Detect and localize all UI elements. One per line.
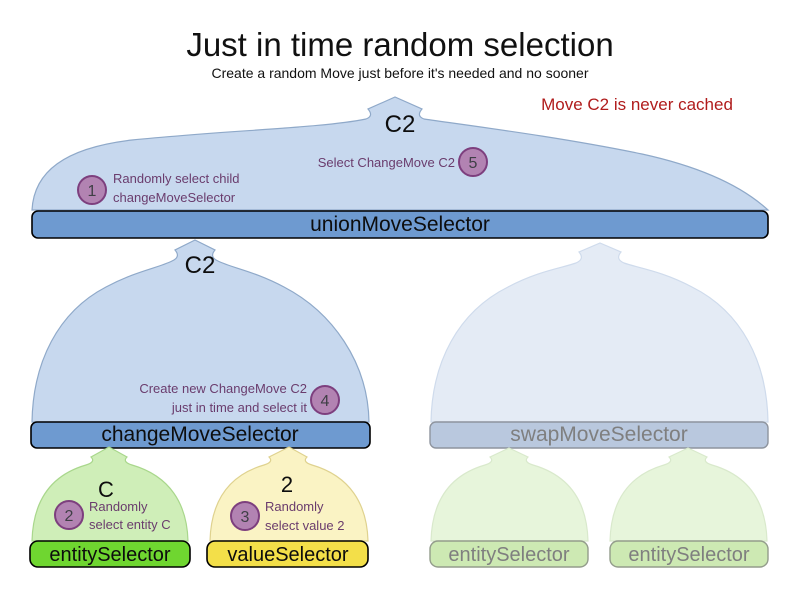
change-output-label: C2 <box>185 252 216 279</box>
step-3-circle <box>230 501 260 531</box>
step-5-badge: 5 <box>458 147 488 177</box>
value-bar <box>206 540 369 568</box>
faded-entity-arch-2 <box>609 447 768 542</box>
step-1-number: 1 <box>88 183 97 200</box>
step-2-caption-line2: select entity C <box>89 517 171 532</box>
entity-output-label: C <box>98 477 114 502</box>
step-1-caption-line1: Randomly select child <box>113 171 239 186</box>
change-bar <box>30 421 371 449</box>
faded-entity-arch-1 <box>430 447 589 542</box>
step-4-circle <box>310 385 340 415</box>
step-3-caption-line2: select value 2 <box>265 518 345 533</box>
value-bar-label: valueSelector <box>227 544 349 566</box>
step-4-caption-line1: Create new ChangeMove C2 <box>139 381 307 396</box>
union-bar-label: unionMoveSelector <box>310 213 490 236</box>
union-arch <box>31 96 770 211</box>
diagram-subtitle: Create a random Move just before it's ne… <box>211 65 588 81</box>
step-4-caption-line2: just in time and select it <box>171 400 308 415</box>
step-1-badge: 1 <box>77 175 107 205</box>
step-3-caption-line1: Randomly <box>265 499 324 514</box>
step-5-number: 5 <box>469 155 478 172</box>
step-2-number: 2 <box>65 508 74 525</box>
swap-bar-label: swapMoveSelector <box>510 423 687 446</box>
change-arch <box>31 239 370 423</box>
diagram-title: Just in time random selection <box>186 26 613 63</box>
step-3-badge: 3 <box>230 501 260 531</box>
entity-bar <box>29 540 191 568</box>
step-2-caption-line1: Randomly <box>89 499 148 514</box>
step-1-circle <box>77 175 107 205</box>
faded-entity-bar-2-label: entitySelector <box>628 544 750 566</box>
faded-entity-bar-1-label: entitySelector <box>448 544 570 566</box>
faded-entity-bar-1 <box>429 540 589 568</box>
swap-bar <box>429 421 769 449</box>
change-bar-label: changeMoveSelector <box>101 423 298 446</box>
entity-bar-label: entitySelector <box>49 544 171 566</box>
step-1-caption-line2: changeMoveSelector <box>113 190 236 205</box>
value-output-label: 2 <box>281 472 293 497</box>
step-2-badge: 2 <box>54 500 84 530</box>
step-2-circle <box>54 500 84 530</box>
note-move-never-cached: Move C2 is never cached <box>541 95 733 114</box>
step-5-caption: Select ChangeMove C2 <box>318 155 455 170</box>
step-3-number: 3 <box>241 509 250 526</box>
swap-arch <box>430 242 769 423</box>
step-4-number: 4 <box>321 393 330 410</box>
step-5-circle <box>458 147 488 177</box>
union-bar <box>31 210 769 239</box>
step-4-badge: 4 <box>310 385 340 415</box>
faded-entity-bar-2 <box>609 540 769 568</box>
union-output-label: C2 <box>385 111 416 138</box>
